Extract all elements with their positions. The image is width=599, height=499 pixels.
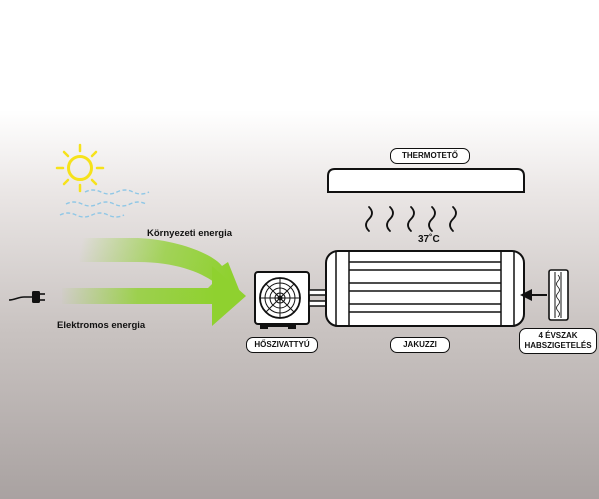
environment-energy-flow — [72, 238, 240, 292]
thermostat-label: THERMOTETŐ — [390, 148, 470, 164]
sun-icon — [55, 143, 105, 193]
temperature-label: 37˚C — [418, 234, 440, 245]
jacuzzi-label: JAKUZZI — [390, 337, 450, 353]
jacuzzi-tub — [325, 250, 525, 327]
power-plug-icon — [8, 291, 45, 303]
heat-wave-icon — [365, 206, 457, 232]
insulation-label-line2: HABSZIGETELÉS — [524, 341, 592, 350]
electric-energy-arrow — [62, 266, 246, 326]
air-waves-icon — [59, 189, 150, 218]
insulation-label: 4 ÉVSZAK HABSZIGETELÉS — [519, 328, 597, 354]
environment-energy-label: Környezeti energia — [147, 228, 232, 239]
heat-pump-unit — [254, 271, 310, 329]
insulation-panel-icon — [548, 269, 569, 321]
heat-pump-fan-icon — [259, 277, 301, 319]
electric-energy-label: Elektromos energia — [57, 320, 146, 331]
insulation-arrow — [520, 289, 547, 301]
thermostat-lid — [327, 168, 525, 193]
heat-pump-label: HŐSZIVATTYÚ — [246, 337, 318, 353]
insulation-label-line1: 4 ÉVSZAK — [538, 331, 578, 340]
